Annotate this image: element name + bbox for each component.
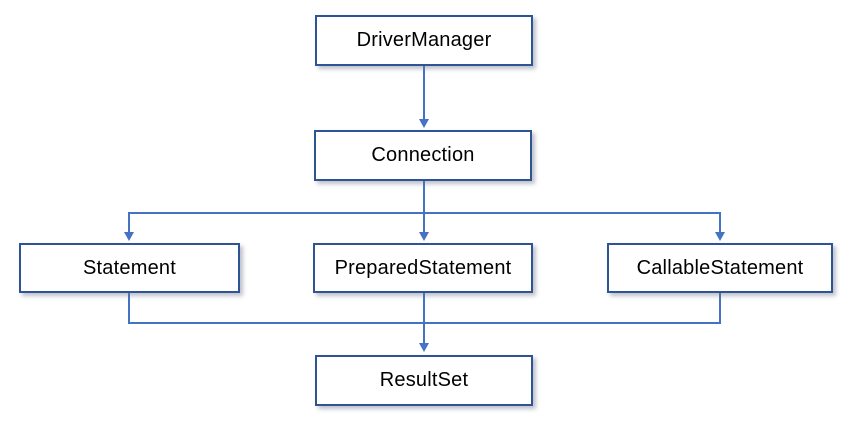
node-callablestatement-label: CallableStatement <box>636 256 804 279</box>
edge-connection-statement-arrow-icon <box>124 232 134 241</box>
edge-connection-callablestatement-line <box>719 212 721 233</box>
edge-connection-preparedstatement-line <box>423 181 425 233</box>
edge-connection-branch-horizontal-line <box>128 212 721 214</box>
edge-connection-statement-line <box>128 212 130 233</box>
edge-preparedstatement-resultset-line <box>423 293 425 344</box>
node-connection: Connection <box>314 130 532 181</box>
edge-drivermanager-connection-arrow-icon <box>419 119 429 128</box>
node-statement: Statement <box>19 243 240 293</box>
node-callablestatement: CallableStatement <box>607 243 833 293</box>
edge-statement-resultset-line <box>128 293 130 324</box>
node-statement-label: Statement <box>83 256 176 279</box>
node-connection-label: Connection <box>371 144 475 166</box>
edge-connection-preparedstatement-arrow-icon <box>419 232 429 241</box>
edge-preparedstatement-resultset-arrow-icon <box>419 343 429 352</box>
node-preparedstatement: PreparedStatement <box>313 243 533 293</box>
edge-connection-callablestatement-arrow-icon <box>715 232 725 241</box>
node-resultset-label: ResultSet <box>379 369 469 391</box>
node-resultset: ResultSet <box>315 355 533 406</box>
edge-callablestatement-resultset-line <box>719 293 721 324</box>
node-preparedstatement-label: PreparedStatement <box>334 256 512 279</box>
edge-drivermanager-connection-line <box>423 66 425 121</box>
node-drivermanager-label: DriverManager <box>356 29 492 51</box>
node-drivermanager: DriverManager <box>315 15 533 66</box>
